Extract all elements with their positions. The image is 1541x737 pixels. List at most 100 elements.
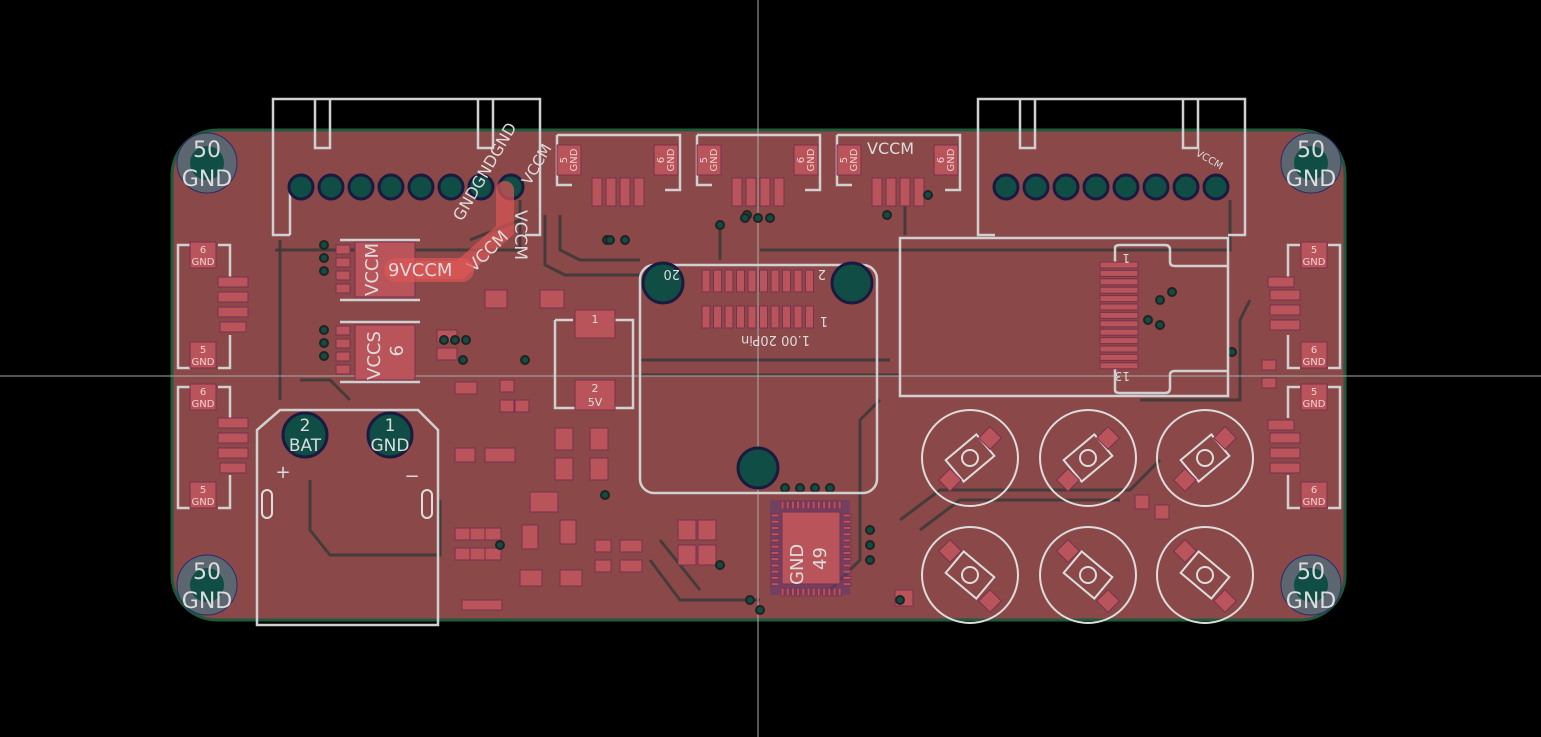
through-hole-pin[interactable] bbox=[1172, 173, 1200, 201]
through-hole-pin[interactable] bbox=[317, 173, 345, 201]
smd-pad[interactable] bbox=[454, 527, 472, 541]
smd-pad[interactable] bbox=[454, 447, 476, 463]
usb-pad[interactable] bbox=[782, 269, 791, 293]
via[interactable] bbox=[745, 595, 755, 605]
through-hole-pin[interactable] bbox=[1142, 173, 1170, 201]
pad[interactable] bbox=[913, 177, 925, 207]
via[interactable] bbox=[923, 190, 933, 200]
via[interactable] bbox=[319, 338, 329, 348]
mcu-pin[interactable] bbox=[842, 569, 852, 574]
smd-pad[interactable] bbox=[499, 379, 515, 393]
pad[interactable] bbox=[731, 177, 743, 207]
mcu-pin[interactable] bbox=[770, 513, 780, 518]
regulator-vccs[interactable]: VCCS 9 bbox=[335, 320, 420, 384]
mcu-pin[interactable] bbox=[827, 587, 832, 597]
pad[interactable] bbox=[696, 144, 722, 176]
pad[interactable] bbox=[591, 177, 603, 207]
via[interactable] bbox=[495, 540, 505, 550]
smd-pad[interactable] bbox=[514, 399, 530, 413]
smd-pad[interactable] bbox=[1154, 504, 1170, 520]
mcu-pin[interactable] bbox=[832, 587, 837, 597]
mcu-pin[interactable] bbox=[816, 500, 821, 510]
via[interactable] bbox=[1143, 315, 1153, 325]
smd-pad[interactable] bbox=[1261, 377, 1277, 389]
fpc-pad[interactable] bbox=[1099, 278, 1139, 286]
fpc-pad[interactable] bbox=[1099, 362, 1139, 370]
through-hole-pin[interactable] bbox=[287, 173, 315, 201]
smd-pad[interactable] bbox=[697, 544, 717, 566]
usb-pad[interactable] bbox=[701, 305, 711, 329]
smd-pad[interactable] bbox=[469, 527, 487, 541]
switch-pad[interactable] bbox=[1055, 538, 1081, 564]
via[interactable] bbox=[319, 325, 329, 335]
smd-pad[interactable] bbox=[454, 547, 472, 561]
via[interactable] bbox=[439, 335, 449, 345]
smd-pad[interactable] bbox=[594, 539, 612, 553]
via[interactable] bbox=[895, 595, 905, 605]
fpc-pad[interactable] bbox=[1099, 303, 1139, 311]
mcu-pin[interactable] bbox=[770, 538, 780, 543]
vccm-pad-track[interactable] bbox=[384, 258, 474, 282]
through-hole-pin[interactable] bbox=[407, 173, 435, 201]
mcu-pin[interactable] bbox=[770, 525, 780, 530]
via[interactable] bbox=[715, 220, 725, 230]
pad[interactable] bbox=[759, 177, 771, 207]
smd-pad[interactable] bbox=[539, 289, 565, 309]
usb-pad[interactable] bbox=[713, 305, 722, 329]
mcu-pin[interactable] bbox=[801, 587, 806, 597]
mcu-pin[interactable] bbox=[785, 500, 790, 510]
fpc-pad[interactable] bbox=[1099, 261, 1139, 269]
pad[interactable] bbox=[871, 177, 883, 207]
mcu-pin[interactable] bbox=[842, 513, 852, 518]
smd-pad[interactable] bbox=[589, 427, 609, 451]
usb-pad[interactable] bbox=[736, 305, 745, 329]
smd-pad[interactable] bbox=[589, 457, 609, 481]
usb-pad[interactable] bbox=[736, 269, 745, 293]
through-hole-pin[interactable] bbox=[1022, 173, 1050, 201]
mcu-pin[interactable] bbox=[770, 569, 780, 574]
pad[interactable] bbox=[605, 177, 617, 207]
switch-pad[interactable] bbox=[937, 467, 963, 493]
tactile-switch[interactable] bbox=[921, 526, 1019, 624]
smd-pad[interactable] bbox=[619, 559, 643, 573]
usb-pad[interactable] bbox=[805, 269, 814, 293]
switch-pad[interactable] bbox=[977, 588, 1003, 614]
mcu-pin[interactable] bbox=[770, 582, 780, 587]
via[interactable] bbox=[882, 210, 892, 220]
smd-pad[interactable] bbox=[519, 569, 543, 587]
via[interactable] bbox=[520, 355, 530, 365]
via[interactable] bbox=[458, 355, 468, 365]
pad[interactable] bbox=[619, 177, 631, 207]
smd-pad[interactable] bbox=[697, 519, 717, 541]
smd-pad[interactable] bbox=[1261, 359, 1277, 371]
through-hole-pin[interactable] bbox=[377, 173, 405, 201]
usb-pad[interactable] bbox=[724, 269, 734, 293]
smd-pad[interactable] bbox=[559, 519, 577, 545]
switch-pad[interactable] bbox=[1055, 467, 1081, 493]
usb-pad[interactable] bbox=[724, 305, 734, 329]
via[interactable] bbox=[319, 266, 329, 276]
fpc-connector[interactable]: 1 13 bbox=[898, 236, 1230, 398]
mcu-pin[interactable] bbox=[790, 587, 795, 597]
smd-pad[interactable] bbox=[454, 381, 478, 395]
mcu-pin[interactable] bbox=[842, 538, 852, 543]
mcu-pin[interactable] bbox=[770, 519, 780, 524]
fpc-pad[interactable] bbox=[1099, 320, 1139, 328]
fpc-pad[interactable] bbox=[1099, 345, 1139, 353]
switch-pad[interactable] bbox=[1172, 538, 1198, 564]
usb-connector[interactable]: 20 2 1 1.00 20Pin bbox=[638, 261, 879, 495]
through-hole-pin[interactable] bbox=[1082, 173, 1110, 201]
fpc-pad[interactable] bbox=[1099, 328, 1139, 336]
inductor[interactable]: 1 2 5V bbox=[553, 309, 635, 411]
via[interactable] bbox=[795, 483, 805, 493]
mcu-pin[interactable] bbox=[842, 525, 852, 530]
mounting-hole[interactable]: 50 GND bbox=[176, 554, 238, 616]
via[interactable] bbox=[865, 540, 875, 550]
via[interactable] bbox=[600, 490, 610, 500]
pin-header-right[interactable] bbox=[976, 97, 1247, 237]
